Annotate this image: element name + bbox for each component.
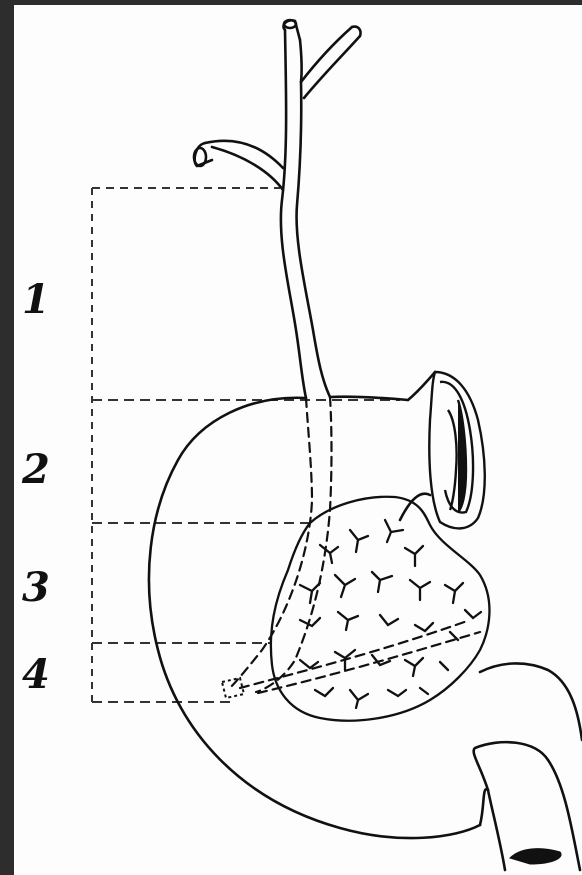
level-label-2: 2 (22, 450, 50, 490)
pancreas-head (271, 497, 490, 721)
duodenum-end (510, 849, 561, 864)
stomach-outline (149, 372, 582, 870)
intrapancreatic-duct (228, 397, 480, 693)
level-label-1: 1 (22, 280, 50, 320)
gastric-opening (429, 372, 484, 528)
level-label-3: 3 (22, 568, 50, 608)
level-bracket (92, 188, 400, 702)
bile-duct-tree (194, 20, 361, 398)
level-label-4: 4 (22, 655, 50, 695)
